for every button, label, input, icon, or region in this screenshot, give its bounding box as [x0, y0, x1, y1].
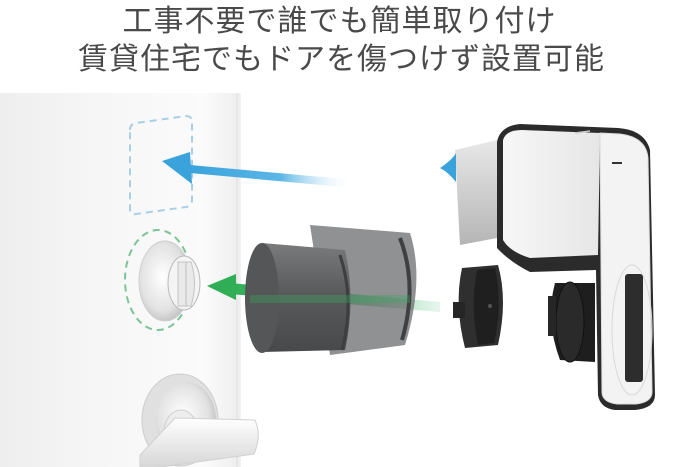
smart-lock-device-icon	[497, 124, 655, 410]
cylinder-adapter-icon	[245, 225, 417, 355]
dashed-square-outline-icon	[129, 114, 193, 216]
headline-line-2: 賃貸住宅でもドアを傷つけず設置可能	[78, 42, 605, 77]
black-mount-plate-icon	[453, 265, 503, 348]
door-edge	[236, 93, 241, 467]
lever-handle-icon	[139, 373, 259, 467]
thumbturn-knob-icon	[124, 229, 201, 331]
adhesive-arrow-icon	[162, 152, 355, 188]
headline-line-1: 工事不要で誰でも簡単取り付け	[122, 4, 557, 39]
adhesive-sheet-icon	[440, 140, 497, 245]
